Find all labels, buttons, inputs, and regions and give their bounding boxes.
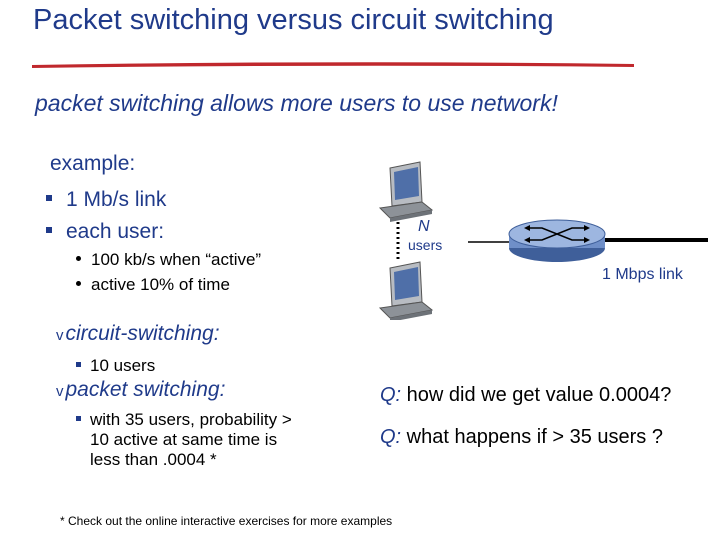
- computer-icon: [378, 261, 434, 320]
- circuit-item: 10 users: [76, 356, 155, 376]
- link-label: 1 Mbps link: [602, 266, 683, 283]
- example-item-user: each user:: [46, 220, 164, 244]
- router-icon: [508, 219, 606, 262]
- square-bullet-icon: [46, 195, 52, 202]
- circuit-switching-heading: vcircuit-switching:: [56, 322, 220, 345]
- round-bullet-icon: [76, 256, 81, 262]
- check-bullet-icon: v: [56, 383, 64, 400]
- example-heading: example:: [50, 152, 136, 175]
- example-subitem-active: active 10% of time: [76, 275, 230, 295]
- example-item-link: 1 Mb/s link: [46, 188, 166, 212]
- check-bullet-icon: v: [56, 327, 64, 344]
- computer-icon: [378, 161, 434, 222]
- users-label: users: [408, 237, 443, 253]
- footnote: * Check out the online interactive exerc…: [60, 514, 393, 528]
- packet-item: with 35 users, probability > 10 active a…: [76, 410, 292, 470]
- slide-title: Packet switching versus circuit switchin…: [33, 4, 554, 36]
- example-subitem-rate: 100 kb/s when “active”: [76, 250, 261, 270]
- question-one: Q: how did we get value 0.0004?: [380, 384, 672, 406]
- square-bullet-icon: [46, 227, 52, 234]
- packet-switching-heading: vpacket switching:: [56, 378, 226, 401]
- square-bullet-icon: [76, 416, 81, 422]
- network-diagram: [378, 161, 708, 320]
- title-underline: [32, 62, 634, 68]
- square-bullet-icon: [76, 362, 81, 368]
- question-two: Q: what happens if > 35 users ?: [380, 426, 663, 448]
- n-label: N: [418, 218, 430, 235]
- slide-subtitle: packet switching allows more users to us…: [35, 90, 558, 116]
- round-bullet-icon: [76, 281, 81, 287]
